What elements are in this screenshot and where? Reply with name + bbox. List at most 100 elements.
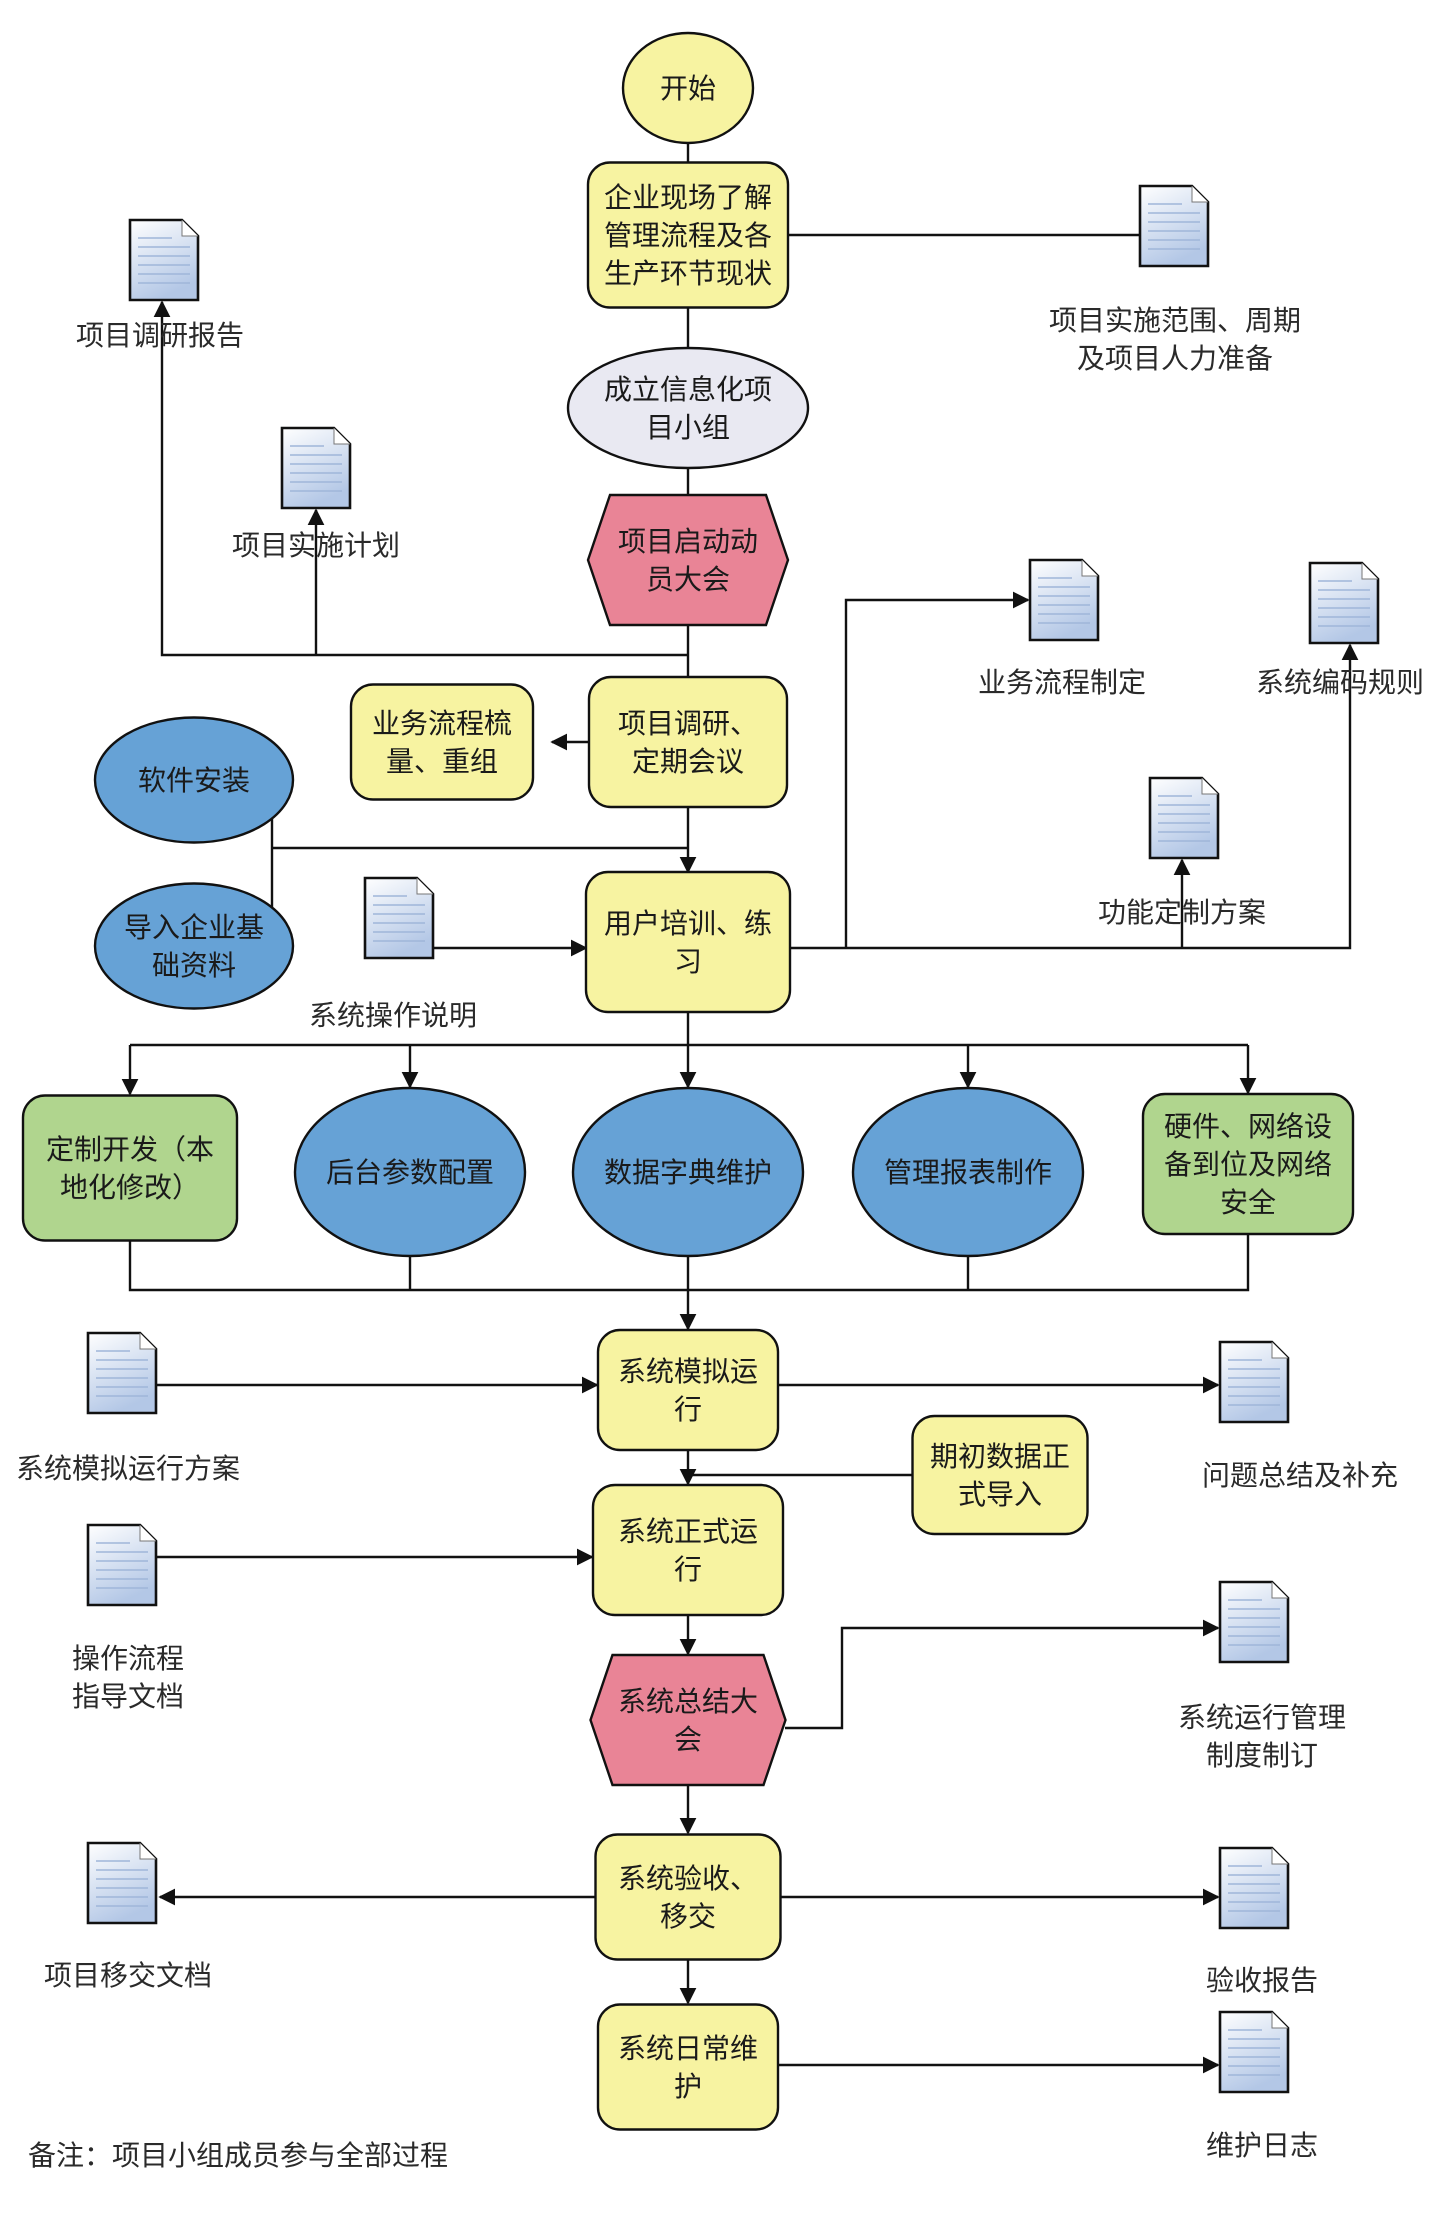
node-label-line: 护 (674, 2070, 702, 2103)
ellipse-shape (621, 31, 755, 145)
connector-13 (844, 591, 1030, 948)
rounded-rect-shape (594, 1833, 782, 1961)
connector-5 (153, 300, 688, 657)
rounded-rect-shape (349, 683, 535, 801)
document-sim-plan: 系统模拟运行方案 (16, 1331, 240, 1485)
document-label: 验收报告 (1206, 1964, 1318, 1997)
document-label: 系统操作说明 (309, 999, 477, 1032)
node-label-line: 导入企业基 (124, 911, 264, 944)
document-label: 维护日志 (1206, 2129, 1318, 2162)
node-label-line: 系统日常维 (618, 2032, 758, 2065)
node-label-line: 系统模拟运 (618, 1355, 758, 1388)
node-label-line: 础资料 (152, 949, 236, 982)
document-label: 业务流程制定 (978, 666, 1146, 699)
node-label-line: 安全 (1220, 1186, 1276, 1219)
node-training: 用户培训、练习 (584, 870, 792, 1014)
rounded-rect-shape (591, 1483, 785, 1617)
document-nodes: 项目调研报告项目实施范围、周期及项目人力准备项目实施计划业务流程制定系统编码规则… (16, 184, 1424, 2162)
node-label-line: 式导入 (958, 1478, 1042, 1511)
node-label-line: 数据字典维护 (604, 1156, 772, 1189)
rounded-rect-shape (587, 675, 789, 809)
node-label-line: 会 (674, 1723, 702, 1756)
document-label: 系统模拟运行方案 (16, 1452, 240, 1485)
node-install: 软件安装 (93, 716, 295, 844)
document-label: 及项目人力准备 (1077, 342, 1273, 375)
document-label: 项目移交文档 (44, 1959, 212, 1992)
node-label-line: 生产环节现状 (604, 257, 772, 290)
document-icon (1218, 1846, 1290, 1930)
node-label-line: 行 (674, 1393, 702, 1426)
node-label-line: 企业现场了解 (604, 181, 772, 214)
document-icon (280, 426, 352, 510)
node-label-line: 管理报表制作 (884, 1156, 1052, 1189)
rounded-rect-shape (911, 1414, 1089, 1536)
hexagon-shape (589, 1653, 787, 1787)
node-acceptance: 系统验收、移交 (594, 1833, 782, 1961)
document-label: 项目实施范围、周期 (1049, 304, 1301, 337)
document-icon (86, 1331, 158, 1415)
document-acceptance-report: 验收报告 (1206, 1846, 1318, 1997)
document-icon (1028, 558, 1100, 642)
connector-12 (790, 643, 1359, 950)
ellipse-shape (293, 1086, 527, 1258)
node-label-line: 业务流程梳 (372, 707, 512, 740)
document-icon (1218, 2010, 1290, 2094)
document-icon (363, 876, 435, 960)
node-params: 后台参数配置 (293, 1086, 527, 1258)
node-label-line: 定期会议 (632, 745, 744, 778)
node-label-line: 习 (674, 945, 702, 978)
rounded-rect-shape (21, 1094, 239, 1242)
document-custom-plan: 功能定制方案 (1098, 776, 1266, 929)
node-dictionary: 数据字典维护 (571, 1086, 805, 1258)
connector-32 (785, 1619, 1220, 1730)
node-simulate: 系统模拟运行 (596, 1328, 780, 1452)
node-label-line: 期初数据正 (930, 1440, 1070, 1473)
document-icon (86, 1841, 158, 1925)
node-label-line: 定制开发（本 (46, 1133, 214, 1166)
document-icon (1218, 1340, 1290, 1424)
document-label: 问题总结及补充 (1202, 1459, 1398, 1492)
document-maint-log: 维护日志 (1206, 2010, 1318, 2162)
document-plan: 项目实施计划 (232, 426, 400, 562)
rounded-rect-shape (584, 870, 792, 1014)
ellipse-shape (851, 1086, 1085, 1258)
document-icon (1138, 184, 1210, 268)
document-label: 系统运行管理 (1178, 1701, 1346, 1734)
document-op-manual: 系统操作说明 (309, 876, 477, 1032)
node-reports: 管理报表制作 (851, 1086, 1085, 1258)
node-label-line: 员大会 (646, 563, 730, 596)
node-label-line: 开始 (660, 72, 716, 105)
node-label-line: 地化修改） (60, 1171, 200, 1204)
rounded-rect-shape (596, 2003, 780, 2131)
node-label-line: 备到位及网络 (1164, 1148, 1332, 1181)
node-label-line: 软件安装 (138, 764, 250, 797)
document-label: 操作流程 (72, 1642, 184, 1675)
node-label-line: 系统总结大 (618, 1685, 758, 1718)
node-label-line: 系统正式运 (618, 1515, 758, 1548)
node-start: 开始 (621, 31, 755, 145)
document-label: 系统编码规则 (1256, 666, 1424, 699)
node-label-line: 移交 (660, 1900, 716, 1933)
node-research: 项目调研、定期会议 (587, 675, 789, 809)
document-bizflow-def: 业务流程制定 (978, 558, 1146, 699)
node-label-line: 管理流程及各 (604, 219, 772, 252)
document-label: 制度制订 (1206, 1739, 1318, 1772)
node-label-line: 行 (674, 1553, 702, 1586)
document-icon (1218, 1580, 1290, 1664)
document-coding-rules: 系统编码规则 (1256, 561, 1424, 699)
document-label: 功能定制方案 (1098, 896, 1266, 929)
ellipse-shape (93, 716, 295, 844)
rounded-rect-shape (1141, 1092, 1355, 1236)
node-label-line: 项目调研、 (618, 707, 758, 740)
node-label-line: 后台参数配置 (326, 1156, 494, 1189)
